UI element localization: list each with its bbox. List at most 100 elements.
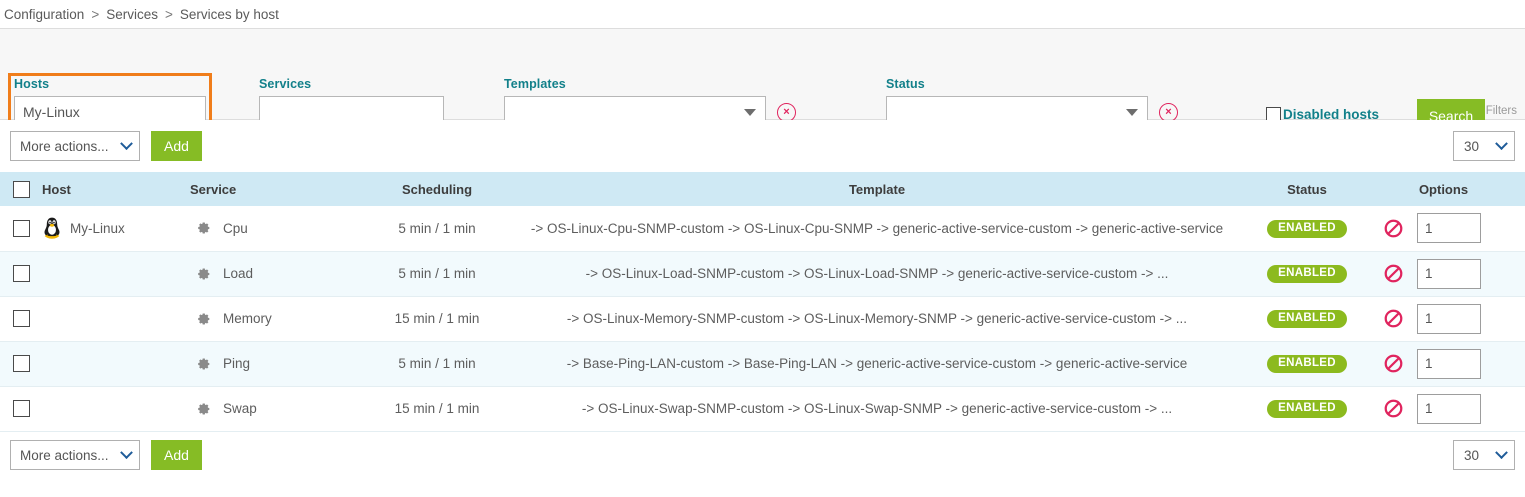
host-name[interactable]: My-Linux <box>70 220 125 236</box>
page-size-value-bottom: 30 <box>1464 447 1480 463</box>
options-quantity-input[interactable]: 1 <box>1417 393 1481 424</box>
service-cell: Swap <box>190 386 372 432</box>
options-quantity-input[interactable]: 1 <box>1417 348 1481 379</box>
column-header-status[interactable]: Status <box>1252 172 1362 206</box>
chevron-down-icon <box>120 136 133 150</box>
options-quantity-input[interactable]: 1 <box>1417 213 1481 244</box>
service-cell: Ping <box>190 341 372 387</box>
row-checkbox[interactable] <box>12 355 30 372</box>
options-quantity-input[interactable]: 1 <box>1417 303 1481 334</box>
status-clear-icon[interactable]: × <box>1159 102 1178 122</box>
row-checkbox[interactable] <box>12 400 30 417</box>
toolbar-top: More actions... Add 30 <box>0 120 1525 172</box>
select-all-checkbox[interactable] <box>12 180 30 198</box>
chevron-down-icon <box>1495 136 1508 150</box>
scheduling-cell: 5 min / 1 min <box>372 251 502 297</box>
table-row[interactable]: Ping 5 min / 1 min-> Base-Ping-LAN-custom… <box>0 341 1525 387</box>
service-name[interactable]: Load <box>223 266 254 281</box>
breadcrumb-separator: > <box>91 6 100 22</box>
service-cell: Load <box>190 251 372 297</box>
deny-icon[interactable] <box>1384 264 1403 283</box>
service-cell: Memory <box>190 296 372 342</box>
services-label: Services <box>259 77 312 91</box>
more-actions-label-top: More actions... <box>20 138 109 154</box>
row-checkbox[interactable] <box>12 310 30 327</box>
status-cell: ENABLED <box>1252 206 1362 252</box>
templates-label: Templates <box>504 77 566 91</box>
host-cell <box>42 296 190 342</box>
template-cell: -> Base-Ping-LAN-custom -> Base-Ping-LAN… <box>502 341 1252 387</box>
filters-tag: Filters <box>1485 105 1517 117</box>
row-checkbox[interactable] <box>12 265 30 282</box>
status-badge: ENABLED <box>1267 309 1347 329</box>
status-cell: ENABLED <box>1252 296 1362 342</box>
table-header: Host Service Scheduling Template Status … <box>0 172 1525 206</box>
breadcrumb-item-services-by-host[interactable]: Services by host <box>179 6 279 22</box>
more-actions-select-top[interactable]: More actions... <box>10 131 140 161</box>
row-select-cell <box>0 386 42 432</box>
row-checkbox[interactable] <box>12 219 30 237</box>
status-label: Status <box>886 77 925 91</box>
breadcrumb: Configuration > Services > Services by h… <box>0 0 1525 28</box>
options-cell: 1 <box>1362 206 1525 252</box>
host-cell <box>42 251 190 297</box>
status-badge: ENABLED <box>1267 219 1347 238</box>
deny-icon[interactable] <box>1384 219 1403 238</box>
templates-clear-icon[interactable]: × <box>777 102 796 122</box>
scheduling-cell: 15 min / 1 min <box>372 296 502 342</box>
deny-icon[interactable] <box>1384 309 1403 328</box>
options-cell: 1 <box>1362 341 1525 387</box>
column-header-host[interactable]: Host <box>42 172 190 206</box>
options-cell: 1 <box>1362 386 1525 432</box>
services-table: Host Service Scheduling Template Status … <box>0 172 1525 432</box>
filter-bar: Hosts My-Linux Services Templates × Stat… <box>0 28 1525 139</box>
status-badge: ENABLED <box>1267 354 1347 374</box>
service-name[interactable]: Memory <box>223 311 272 326</box>
gear-icon <box>198 267 210 280</box>
table-row[interactable]: Memory 15 min / 1 min-> OS-Linux-Memory-S… <box>0 296 1525 342</box>
add-button-top[interactable]: Add <box>151 131 202 161</box>
row-select-cell <box>0 206 42 252</box>
service-name[interactable]: Swap <box>223 401 257 416</box>
gear-icon <box>198 402 210 415</box>
column-header-service[interactable]: Service <box>190 172 372 206</box>
scheduling-cell: 5 min / 1 min <box>372 341 502 387</box>
page-size-select-top[interactable]: 30 <box>1453 131 1515 161</box>
chevron-down-icon <box>1126 108 1138 116</box>
scheduling-cell: 15 min / 1 min <box>372 386 502 432</box>
breadcrumb-item-services[interactable]: Services <box>106 6 158 22</box>
breadcrumb-item-configuration[interactable]: Configuration <box>4 6 85 22</box>
host-cell: My-Linux <box>42 206 190 252</box>
column-header-options[interactable]: Options <box>1362 172 1525 206</box>
row-select-cell <box>0 296 42 342</box>
tux-icon <box>44 217 60 239</box>
template-cell: -> OS-Linux-Memory-SNMP-custom -> OS-Lin… <box>502 296 1252 342</box>
disabled-hosts-label: Disabled hosts <box>1283 107 1380 122</box>
options-quantity-input[interactable]: 1 <box>1417 258 1481 289</box>
gear-icon <box>198 312 210 325</box>
deny-icon[interactable] <box>1384 399 1403 418</box>
host-cell <box>42 386 190 432</box>
options-cell: 1 <box>1362 251 1525 297</box>
column-header-template[interactable]: Template <box>502 172 1252 206</box>
column-header-scheduling[interactable]: Scheduling <box>372 172 502 206</box>
service-name[interactable]: Cpu <box>223 220 248 236</box>
status-badge: ENABLED <box>1267 399 1347 419</box>
status-badge: ENABLED <box>1267 264 1347 284</box>
page-size-value-top: 30 <box>1464 138 1480 154</box>
deny-icon[interactable] <box>1384 354 1403 373</box>
page-size-select-bottom[interactable]: 30 <box>1453 440 1515 470</box>
hosts-label: Hosts <box>14 77 50 91</box>
toolbar-bottom: More actions... Add 30 <box>0 431 1525 479</box>
status-cell: ENABLED <box>1252 341 1362 387</box>
more-actions-select-bottom[interactable]: More actions... <box>10 440 140 470</box>
service-name[interactable]: Ping <box>223 356 251 371</box>
scheduling-cell: 5 min / 1 min <box>372 206 502 252</box>
status-cell: ENABLED <box>1252 386 1362 432</box>
add-button-bottom[interactable]: Add <box>151 440 202 470</box>
gear-icon <box>198 222 210 234</box>
